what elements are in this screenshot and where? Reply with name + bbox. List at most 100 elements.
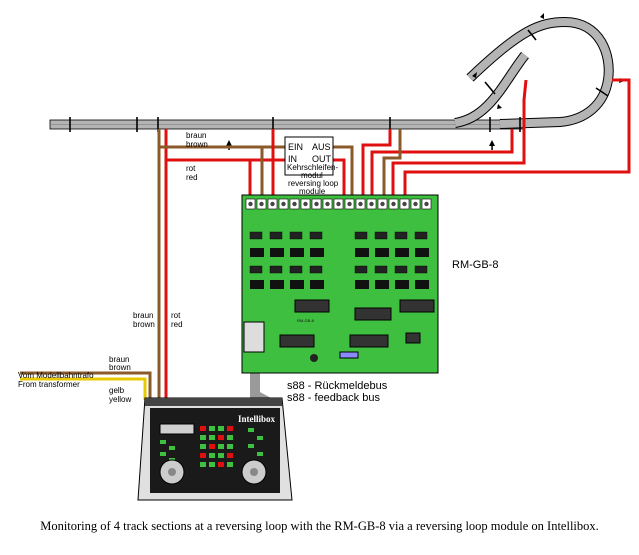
terminal-screw	[248, 201, 253, 207]
connector	[243, 321, 265, 353]
keypad-button	[209, 462, 215, 467]
keypad-button	[209, 426, 215, 431]
terminal-screw	[270, 201, 275, 207]
diode	[250, 248, 264, 257]
arrow-icon	[497, 104, 502, 109]
module-name-en: reversing loop	[288, 179, 339, 188]
label-braun: braun	[109, 355, 129, 364]
resistor	[354, 231, 368, 240]
keypad-button	[209, 435, 215, 440]
resistor	[289, 265, 303, 274]
arrow-icon	[489, 140, 495, 146]
transformer-label-de: Vom Modellbahntrafo	[18, 371, 94, 380]
label-red: red	[171, 320, 183, 329]
diode	[375, 280, 389, 289]
red-section-wire	[391, 79, 528, 200]
resistor	[309, 231, 323, 240]
keypad-button	[209, 453, 215, 458]
keypad-button	[218, 453, 224, 458]
transformer-brown-wire	[20, 371, 152, 400]
resistor	[354, 265, 368, 274]
keypad-button	[218, 435, 224, 440]
s88-bus-en: s88 - feedback bus	[287, 392, 380, 404]
terminal-screw	[325, 201, 330, 207]
resistor	[414, 265, 428, 274]
resistor	[309, 265, 323, 274]
direction-arrows	[226, 13, 624, 150]
keypad-button	[200, 444, 206, 449]
ic-chip	[354, 307, 392, 321]
intellibox-display	[159, 423, 195, 435]
resistor	[249, 231, 263, 240]
resistor	[394, 231, 408, 240]
s88-bus-de: s88 - Rückmeldebus	[287, 380, 388, 392]
label-red: red	[186, 173, 198, 182]
wiring	[20, 78, 631, 407]
terminal-screw	[424, 201, 429, 207]
diode	[355, 248, 369, 257]
diode	[270, 248, 284, 257]
arrow-icon	[472, 72, 477, 78]
keypad-button	[200, 453, 206, 458]
red-section-wire	[403, 78, 631, 200]
label-rot: rot	[186, 164, 196, 173]
terminal-screw	[358, 201, 363, 207]
terminal-screw	[391, 201, 396, 207]
keypad-button	[200, 462, 206, 467]
keypad-button	[218, 462, 224, 467]
diode	[310, 248, 324, 257]
resistor	[269, 231, 283, 240]
terminal-screw	[281, 201, 286, 207]
reversing-loop-module: EIN AUS IN OUT Kehrschleifen- modul reve…	[284, 136, 339, 196]
keypad-button	[248, 444, 254, 448]
keypad-button	[257, 452, 263, 456]
keypad-button	[200, 435, 206, 440]
label-brown: brown	[133, 320, 155, 329]
module-aus: AUS	[312, 142, 331, 152]
diode	[310, 280, 324, 289]
terminal-screw	[369, 201, 374, 207]
transformer-label-en: From transformer	[18, 380, 80, 389]
wire-labels: braun brown rot red braun brown rot red …	[18, 131, 208, 404]
keypad-button	[209, 444, 215, 449]
resistor	[374, 265, 388, 274]
module-name-en2: module	[299, 187, 326, 196]
terminal-screw	[314, 201, 319, 207]
transformer-yellow-wire	[20, 377, 147, 400]
keypad-button	[227, 444, 233, 449]
diagram-caption: Monitoring of 4 track sections at a reve…	[40, 519, 599, 533]
terminal-strip	[245, 198, 432, 210]
ic-chip	[405, 332, 421, 344]
resistor	[269, 265, 283, 274]
keypad-button	[169, 446, 175, 450]
resistor	[374, 231, 388, 240]
rm-gb-8-board: RM-GB-8 RM-GB-8 s88 - Rückmeldebus s88 -…	[241, 194, 498, 404]
arrow-icon	[226, 140, 232, 146]
keypad-button	[160, 452, 166, 456]
module-name-de2: modul	[301, 171, 323, 180]
keypad-button	[227, 426, 233, 431]
red-section-wire	[370, 129, 514, 200]
label-gelb: gelb	[109, 386, 125, 395]
module-ein: EIN	[288, 142, 303, 152]
label-brown: brown	[109, 363, 131, 372]
keypad-button	[248, 428, 254, 432]
terminal-screw	[347, 201, 352, 207]
keypad-button	[257, 436, 263, 440]
ic-chip	[349, 334, 389, 348]
terminal-screw	[380, 201, 385, 207]
diode	[375, 248, 389, 257]
label-braun: braun	[133, 311, 153, 320]
keypad-button	[227, 462, 233, 467]
keypad-button	[218, 444, 224, 449]
arrow-icon	[540, 13, 544, 19]
track-gaps	[69, 29, 609, 132]
board-name: RM-GB-8	[452, 259, 498, 271]
module-name-de: Kehrschleifen-	[287, 163, 338, 172]
label-rot: rot	[171, 311, 181, 320]
component-grid	[249, 231, 429, 289]
intellibox: Intellibox	[137, 397, 293, 501]
diode	[250, 280, 264, 289]
label-brown: brown	[186, 140, 208, 149]
diode	[270, 280, 284, 289]
